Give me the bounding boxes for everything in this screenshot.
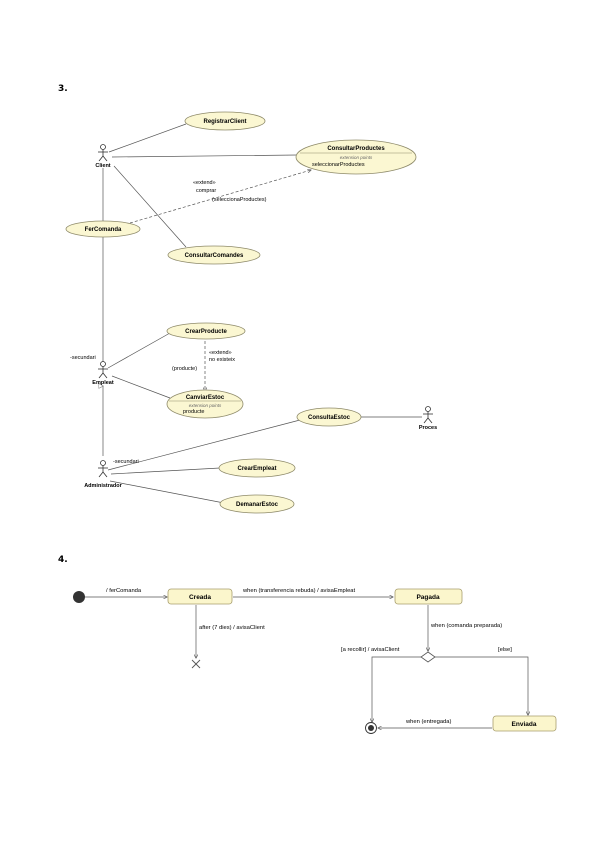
transition-label-choice-enviada: [else] [498,647,512,653]
usecase-fer-comanda: FerComanda [65,220,141,238]
extension-point: producte [183,409,204,415]
assoc-admin-crearempleat [110,467,221,475]
extend2-stereotype: «extend» [209,350,232,356]
extend2-condition: no existeix [209,357,235,363]
choice-diamond-icon [420,651,436,663]
stick-figure-icon [98,144,108,162]
extend1-stereotype: «extend» [193,180,216,186]
usecase-label: DemanarEstoc [236,502,279,508]
assoc-empleat-canviarestoc [111,375,171,399]
transition-label-pagada-choice: when (comanda preparada) [430,623,502,629]
transition-label-initial: / ferComanda [106,588,142,594]
transition-label-creada-pagada: when (transferencia rebuda) / avisaEmple… [242,588,356,594]
usecase-label: CrearEmpleat [237,466,276,472]
transition-choice-enviada [435,656,528,715]
usecase-consulta-estoc: ConsultaEstoc [296,407,362,427]
stick-figure-icon [98,361,108,379]
usecase-crear-empleat: CrearEmpleat [218,458,296,478]
usecase-label: FerComanda [85,227,122,233]
actor-name: Proces [419,425,437,431]
state-label: Creada [189,594,211,601]
actor-proces: Proces [419,406,437,431]
actor-name: Empleat [92,380,114,386]
state-label: Pagada [416,594,440,601]
usecase-label: CanviarEstoc [186,395,225,401]
extension-point: seleccionarProductes [312,162,365,168]
assoc-admin-demanarestoc [109,480,225,504]
terminate-icon [191,659,201,669]
usecase-demanar-estoc: DemanarEstoc [219,494,295,514]
transition-label-creada-terminate: after (7 dies) / avisaClient [199,625,265,631]
extend2-point: (producte) [172,366,197,372]
actor-name: Administrador [84,483,122,489]
transition-label-choice-final: [a recollir] / avisaClient [341,647,400,653]
role-secundari-empleat: -secundari [70,355,96,361]
extend1-point: (seleccionaProductes) [212,197,267,203]
state-enviada: Enviada [492,715,557,732]
section-3-number: 3. [58,84,68,94]
state-label: Enviada [512,721,537,728]
usecase-label: RegistrarClient [203,119,246,125]
usecase-consultar-productes: ConsultarProductes extension points sele… [295,139,417,175]
usecase-label: CrearProducte [185,329,227,335]
initial-state-icon [73,591,85,603]
section-4-number: 4. [58,555,68,565]
extension-points-label: extension points [340,155,373,160]
final-state-icon [365,722,377,734]
assoc-empleat-crearproducte [107,332,171,369]
stick-figure-icon [423,406,433,424]
actor-empleat: Empleat [92,361,114,386]
assoc-admin-consultaestoc [107,419,301,471]
assoc-client-registrar [108,123,187,153]
usecase-label: ConsultaEstoc [308,415,351,421]
transition-choice-final [372,656,421,722]
state-creada: Creada [167,588,233,605]
usecase-label: ConsultarProductes [327,146,385,152]
usecase-label: ConsultarComandes [185,253,244,259]
transition-label-enviada-final: when (entregada) [405,719,452,725]
extension-points-label: extension points [189,403,222,408]
actor-administrador: Administrador [84,460,123,489]
assoc-client-consultarcomandes [113,165,187,248]
usecase-canviar-estoc: CanviarEstoc extension points producte [166,389,244,419]
state-pagada: Pagada [394,588,463,605]
actor-client: Client [95,144,111,169]
usecase-registrar-client: RegistrarClient [184,111,266,131]
role-secundari-admin: -secundari [113,459,139,465]
extend-arrow-fercomanda [129,170,311,224]
usecase-consultar-comandes: ConsultarComandes [167,245,261,265]
usecase-crear-producte: CrearProducte [166,322,246,340]
extend1-condition: comprar [196,188,216,194]
assoc-client-consultarproductes [111,154,298,158]
actor-name: Client [95,163,110,169]
stick-figure-icon [98,460,108,478]
